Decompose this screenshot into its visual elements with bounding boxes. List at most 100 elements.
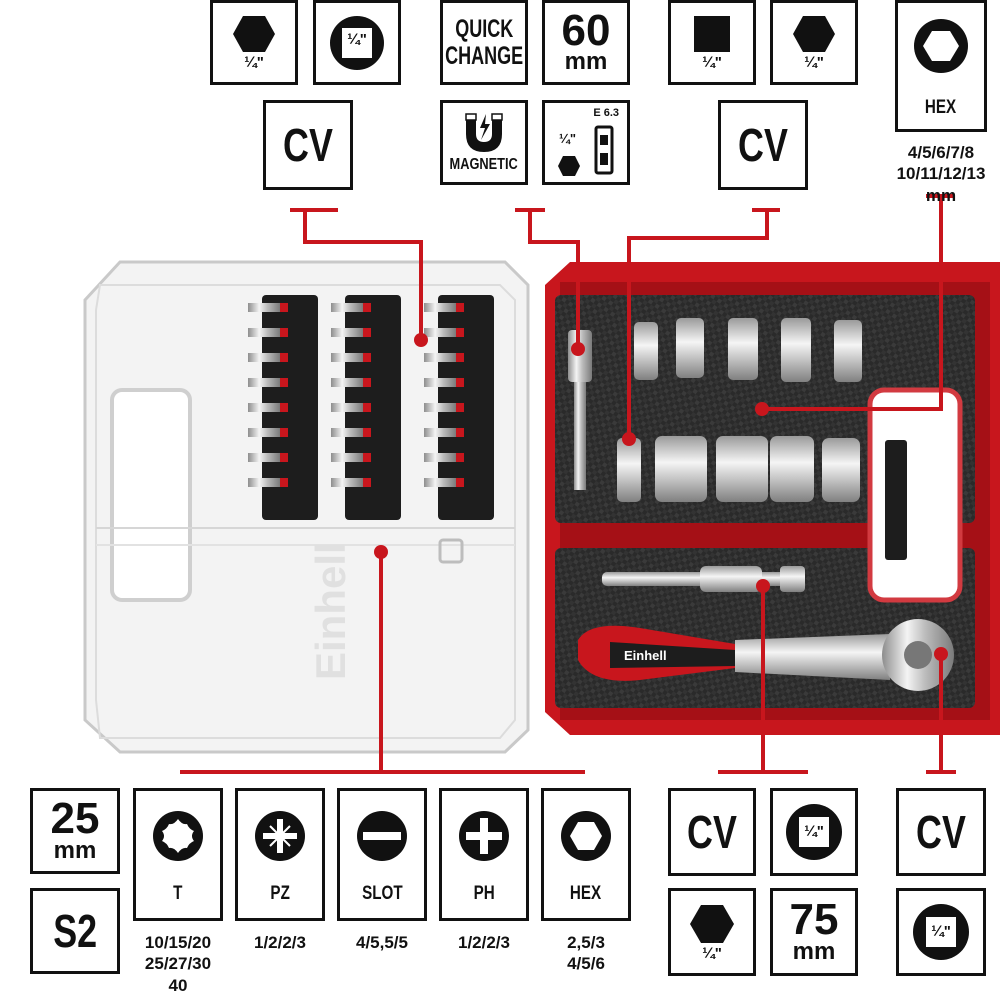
leader-line (303, 210, 307, 244)
hex-bit-label: HEX (570, 883, 602, 904)
extension-length-unit: mm (792, 937, 836, 965)
drive-size-label: ¼" (702, 944, 722, 962)
square-socket-icon (786, 804, 842, 860)
tray-handle-cutout (867, 387, 963, 603)
leader-line (765, 210, 769, 240)
square-drive-tile-2: ¼" (668, 0, 756, 85)
drive-size-label: ¼" (702, 54, 722, 71)
bit-length-value: 25 (50, 794, 100, 844)
extension-cv-tile: CV (668, 788, 756, 876)
extension-square-drive-tile: ¼" (770, 788, 858, 876)
hexagon-icon (793, 16, 835, 52)
ratchet: Einhell (578, 619, 954, 691)
leader-line (528, 210, 532, 244)
extension-hex-drive-tile: ¼" (668, 888, 756, 976)
adapter-tile: E 6.3 ¼" (542, 100, 630, 185)
leader-line (419, 240, 423, 340)
pz-label: PZ (270, 883, 290, 904)
drive-size-label: ¼" (244, 54, 264, 71)
hex-bit-sizes: 2,5/3 4/5/6 (567, 933, 605, 974)
torx-label: T (173, 883, 183, 904)
hex-socket-tile: HEX (895, 0, 987, 132)
cv-label: CV (738, 119, 788, 171)
square-icon (694, 16, 730, 52)
callout-dot (622, 432, 636, 446)
sockets-large (617, 436, 860, 502)
material-tile: S2 (30, 888, 120, 974)
leader-line (303, 240, 423, 244)
cv-label: CV (283, 119, 333, 171)
leader-line (926, 770, 956, 774)
leader-line (763, 407, 943, 411)
ratchet-cv-tile: CV (896, 788, 986, 876)
leader-line (290, 208, 338, 212)
hex-key-icon (561, 811, 611, 861)
ph-label: PH (473, 883, 495, 904)
pz-tile: PZ (235, 788, 325, 921)
ratchet-brand: Einhell (624, 648, 667, 663)
square-drive-tile: ¼" (313, 0, 401, 85)
sockets-small (634, 318, 862, 382)
hex-socket-icon (914, 19, 968, 73)
drive-size-label: ¼" (931, 923, 951, 940)
drive-size-label: ¼" (347, 31, 367, 48)
quick-change-tile: QUICK CHANGE (440, 0, 528, 85)
slot-tile: SLOT (337, 788, 427, 921)
torx-sizes: 10/15/20 25/27/30 40 (144, 933, 212, 995)
cv-label: CV (687, 806, 737, 858)
phillips-icon (459, 811, 509, 861)
material-label: S2 (53, 905, 97, 957)
bit-holders (248, 295, 494, 564)
leader-line (379, 552, 383, 774)
extension-length-value: 75 (789, 895, 839, 945)
hex-bit-drive-tile: ¼" (210, 0, 298, 85)
leader-line (761, 586, 765, 774)
quick-change-line2: CHANGE (444, 41, 524, 70)
slotted-icon (357, 811, 407, 861)
bit-adapter-icon (594, 125, 614, 175)
leader-line (939, 654, 943, 774)
hexagon-icon (233, 16, 275, 52)
hex-socket-sizes: 4/5/6/7/8 10/11/12/13 mm (896, 143, 986, 205)
drive-size-label: ¼" (804, 54, 824, 71)
leader-line (939, 196, 943, 411)
hex-label: HEX (925, 97, 957, 118)
magnetic-tile: MAGNETIC (440, 100, 528, 185)
torx-tile: T (133, 788, 223, 921)
slot-label: SLOT (361, 883, 403, 904)
hex-drive-tile-2: ¼" (770, 0, 858, 85)
extension-length-tile: 75 mm (770, 888, 858, 976)
quick-change-line1: QUICK (454, 15, 514, 44)
hexagon-icon (558, 156, 580, 176)
leader-line (627, 236, 769, 240)
embossed-brand: Einhell (307, 542, 354, 680)
leader-line (180, 770, 585, 774)
length-unit: mm (564, 48, 608, 76)
pozidriv-icon (255, 811, 305, 861)
lid-handle-cutout (110, 388, 192, 602)
drive-size-label: ¼" (804, 823, 824, 840)
case-tray (545, 262, 1000, 735)
callout-dot (414, 333, 428, 347)
cv-tile-right: CV (718, 100, 808, 190)
leader-line (627, 236, 631, 441)
square-socket-icon (913, 904, 969, 960)
leader-line (576, 240, 580, 348)
extension-bar (602, 566, 805, 592)
bit-length-tile: 25 mm (30, 788, 120, 874)
callout-dot (755, 402, 769, 416)
hexagon-icon (690, 904, 734, 943)
torx-icon (153, 811, 203, 861)
ratchet-square-drive-tile: ¼" (896, 888, 986, 976)
slot-sizes: 4/5,5/5 (356, 933, 408, 952)
ph-tile: PH (439, 788, 529, 921)
length-60mm-tile: 60 mm (542, 0, 630, 85)
adapter-standard: E 6.3 (593, 107, 619, 119)
leader-line (528, 240, 580, 244)
leader-line (718, 770, 808, 774)
length-value: 60 (561, 5, 611, 55)
square-socket-icon (330, 15, 384, 70)
ph-sizes: 1/2/2/3 (458, 933, 510, 952)
